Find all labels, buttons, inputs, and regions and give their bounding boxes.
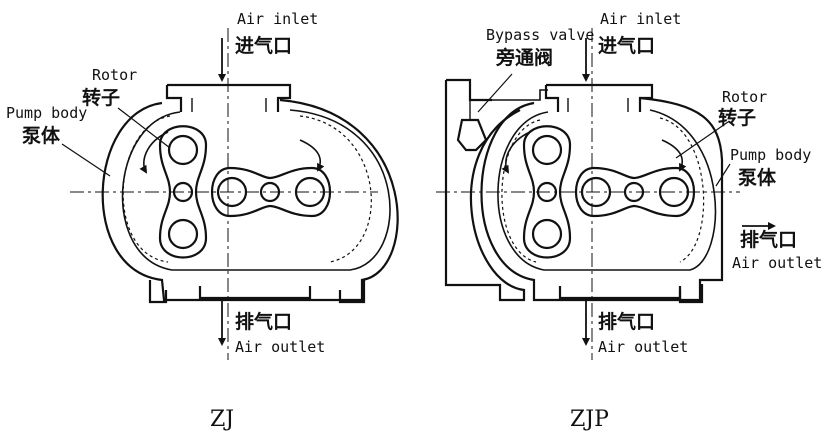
zjp-bypass-leader (477, 73, 513, 113)
zjp-center-lines (436, 28, 740, 360)
zjp-side-outlet-zh: 排气口 (740, 228, 797, 251)
zjp-side-outlet-en: Air outlet (732, 254, 822, 272)
zjp-outlet-flange (558, 284, 704, 304)
zjp-bottom-outlet-en: Air outlet (598, 338, 688, 356)
zj-rotation-arrow-right (299, 139, 325, 172)
zjp-air-inlet-en: Air inlet (600, 10, 681, 28)
zjp-inlet-flange (544, 83, 654, 112)
zjp-pump-drawing (436, 28, 776, 360)
zjp-pump-body-leader (715, 163, 731, 187)
zj-rotor-zh: 转子 (82, 86, 120, 109)
zj-pump-body-en: Pump body (6, 104, 87, 122)
zjp-bypass-valve (456, 89, 548, 152)
zj-rotation-arrow-left (139, 131, 169, 174)
zj-air-outlet-zh: 排气口 (235, 310, 292, 333)
zj-rotor-leader (117, 107, 171, 149)
zjp-casing (444, 78, 724, 302)
zj-inlet-flange (165, 83, 292, 112)
zjp-caption: ZJP (570, 407, 609, 432)
zjp-pump-body-en: Pump body (730, 146, 811, 164)
zjp-rotation-arrow-left (501, 131, 531, 174)
zjp-air-inlet-zh: 进气口 (598, 34, 655, 57)
zj-caption: ZJ (210, 407, 234, 432)
zj-casing (101, 98, 399, 302)
zjp-rotation-arrow-right (661, 139, 687, 172)
zjp-bypass-valve-zh: 旁通阀 (495, 46, 553, 69)
zjp-pump-body-zh: 泵体 (738, 166, 777, 189)
zj-pump-drawing (61, 28, 399, 360)
zj-air-inlet-zh: 进气口 (235, 34, 292, 57)
zjp-rotor-en: Rotor (722, 88, 767, 106)
zjp-rotor-zh: 转子 (718, 106, 756, 129)
zj-air-inlet-en: Air inlet (237, 10, 318, 28)
zjp-rotor-leader (675, 121, 729, 159)
zj-pump-body-leader (61, 143, 111, 177)
zj-air-outlet-en: Air outlet (235, 338, 325, 356)
zj-center-lines (70, 28, 378, 360)
zj-outlet-flange (148, 280, 366, 304)
zj-pump-body-zh: 泵体 (22, 124, 61, 147)
zjp-bypass-valve-en: Bypass valve (486, 26, 594, 44)
zj-rotor-en: Rotor (92, 66, 137, 84)
zjp-bottom-outlet-zh: 排气口 (598, 310, 655, 333)
